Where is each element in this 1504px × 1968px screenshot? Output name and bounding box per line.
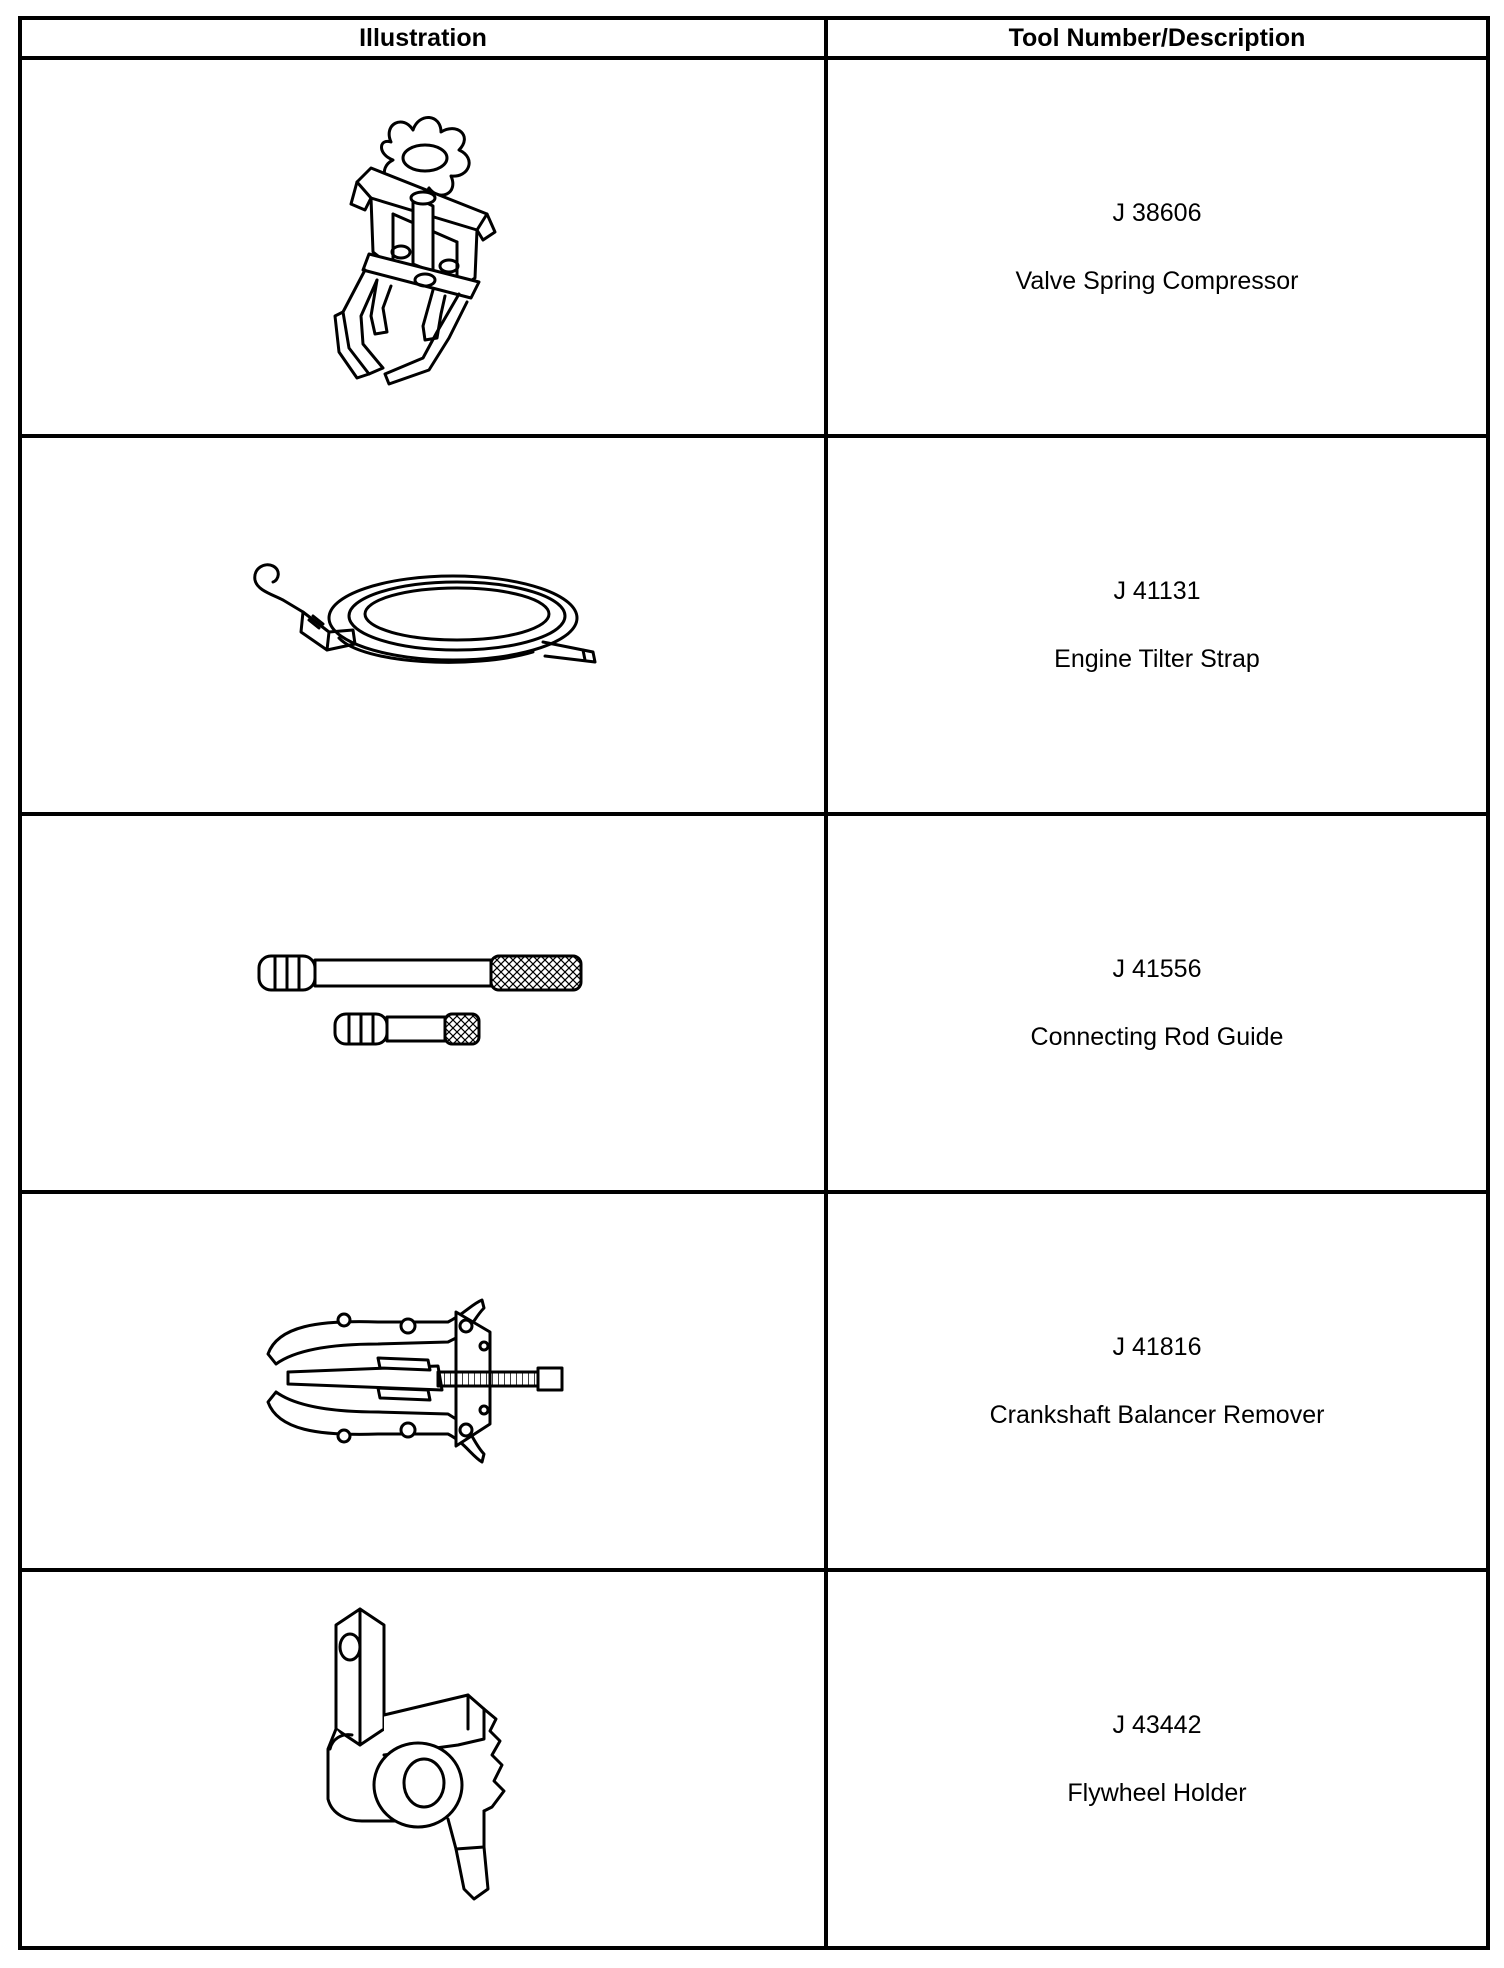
tool-number: J 43442: [1112, 1711, 1202, 1739]
tool-description-cell: J 43442 Flywheel Holder: [824, 1568, 1490, 1950]
header-illustration: Illustration: [18, 16, 828, 60]
tool-description: Valve Spring Compressor: [1015, 267, 1299, 295]
tool-number: J 38606: [1112, 199, 1202, 227]
tool-description: Crankshaft Balancer Remover: [989, 1401, 1325, 1429]
tool-description-cell: J 38606 Valve Spring Compressor: [824, 56, 1490, 438]
tool-description-cell: J 41556 Connecting Rod Guide: [824, 812, 1490, 1194]
flywheel-holder-icon: [308, 1599, 538, 1919]
tool-description-cell: J 41131 Engine Tilter Strap: [824, 434, 1490, 816]
illustration-cell: [18, 56, 828, 438]
table-row: J 41816 Crankshaft Balancer Remover: [18, 1190, 1490, 1572]
valve-spring-compressor-icon: [273, 102, 573, 392]
table-row: J 43442 Flywheel Holder: [18, 1568, 1490, 1950]
table-header-row: Illustration Tool Number/Description: [18, 16, 1490, 60]
header-tool-number-description: Tool Number/Description: [824, 16, 1490, 60]
crankshaft-balancer-remover-icon: [258, 1286, 588, 1476]
table-row: J 38606 Valve Spring Compressor: [18, 56, 1490, 438]
tool-description: Connecting Rod Guide: [1030, 1023, 1284, 1051]
illustration-cell: [18, 1568, 828, 1950]
special-tools-table: Illustration Tool Number/Description: [18, 16, 1490, 1950]
tool-number: J 41556: [1112, 955, 1202, 983]
tool-number: J 41131: [1113, 577, 1201, 605]
table-row: J 41131 Engine Tilter Strap: [18, 434, 1490, 816]
tool-description: Flywheel Holder: [1067, 1779, 1247, 1807]
tool-description-cell: J 41816 Crankshaft Balancer Remover: [824, 1190, 1490, 1572]
table-row: J 41556 Connecting Rod Guide: [18, 812, 1490, 1194]
tool-description: Engine Tilter Strap: [1054, 645, 1260, 673]
illustration-cell: [18, 434, 828, 816]
illustration-cell: [18, 812, 828, 1194]
connecting-rod-guide-icon: [253, 948, 593, 1058]
illustration-cell: [18, 1190, 828, 1572]
engine-tilter-strap-icon: [243, 560, 603, 690]
tool-number: J 41816: [1112, 1333, 1202, 1361]
